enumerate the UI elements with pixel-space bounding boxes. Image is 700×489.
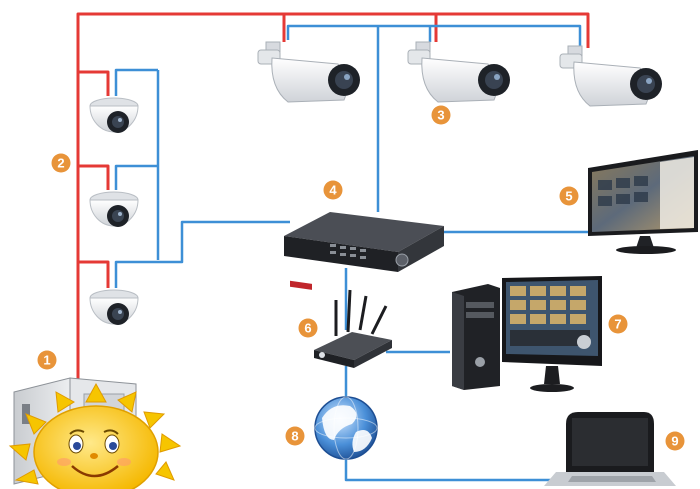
badge-6-label: 6 <box>304 321 311 336</box>
signal-wire-globe-laptop <box>344 458 580 482</box>
power-wire-dome-1 <box>78 70 110 96</box>
badge-5-label: 5 <box>565 189 572 204</box>
badge-3-label: 3 <box>437 108 444 123</box>
bullet-camera-icon <box>559 45 662 107</box>
signal-wire-dome-1 <box>114 68 158 96</box>
dvr-recorder-icon <box>284 212 444 290</box>
badge-8: 8 <box>285 426 305 446</box>
power-wire-main <box>76 12 590 380</box>
badge-1-label: 1 <box>43 353 50 368</box>
bullet-camera-icon <box>257 41 360 103</box>
badge-4: 4 <box>323 180 343 200</box>
signal-wire-dome-2 <box>114 164 158 190</box>
dome-camera-icon <box>89 289 139 325</box>
power-wire-dome-2 <box>78 164 110 190</box>
badge-9: 9 <box>665 431 685 451</box>
sun-icon <box>8 382 182 489</box>
badge-1: 1 <box>37 350 57 370</box>
signal-wire-dome-3 <box>114 220 290 288</box>
wifi-router-icon <box>314 289 392 368</box>
monitor-icon <box>588 150 698 254</box>
power-wire-dome-3 <box>78 260 110 288</box>
dome-camera-icon <box>89 97 139 133</box>
badge-5: 5 <box>559 186 579 206</box>
badge-8-label: 8 <box>291 429 298 444</box>
bullet-camera-icon <box>407 41 510 103</box>
signal-wires <box>114 24 590 482</box>
dome-camera-icon <box>89 191 139 227</box>
power-wires <box>76 12 590 380</box>
desktop-pc-icon <box>452 276 602 392</box>
badge-7: 7 <box>608 314 628 334</box>
badge-3: 3 <box>431 105 451 125</box>
badge-4-label: 4 <box>329 183 337 198</box>
signal-wire-top <box>286 24 582 48</box>
badge-9-label: 9 <box>671 434 678 449</box>
badge-6: 6 <box>298 318 318 338</box>
badge-7-label: 7 <box>614 317 621 332</box>
badge-2: 2 <box>51 153 71 173</box>
laptop-icon <box>544 412 676 486</box>
badge-2-label: 2 <box>57 156 64 171</box>
internet-globe-icon <box>314 396 378 460</box>
